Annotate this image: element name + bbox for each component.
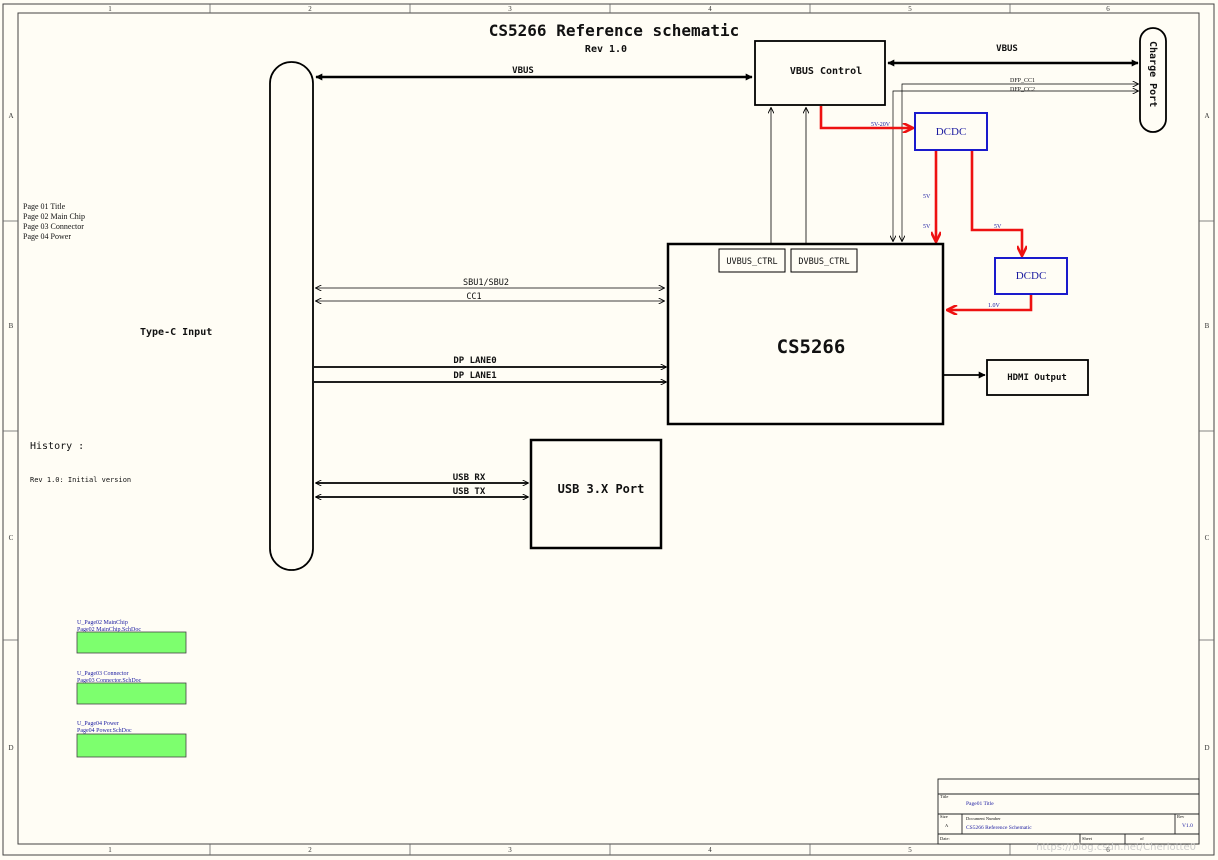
title-block-title-label: Title: [940, 794, 948, 799]
page-index-item: Page 04 Power: [23, 232, 71, 241]
title-block-of-label: of: [1140, 836, 1144, 841]
title-block-size-value: A: [945, 823, 949, 828]
page-index-item: Page 02 Main Chip: [23, 212, 85, 221]
watermark-text: https://blog.csdn.net/Cherlotte0: [1036, 842, 1196, 853]
col-label: 2: [308, 846, 312, 854]
revision-label: Rev 1.0: [585, 44, 627, 55]
row-label: D: [1204, 744, 1209, 752]
dcdc-top-label: DCDC: [936, 126, 967, 138]
row-label: A: [1204, 112, 1209, 120]
history-entry: Rev 1.0: Initial version: [30, 476, 131, 484]
row-label: C: [9, 534, 14, 542]
power-5v-dcdc-arrow: [970, 151, 1022, 255]
row-label: B: [9, 322, 14, 330]
history-heading: History :: [30, 441, 84, 452]
dvbus-ctrl-pin: [790, 248, 858, 273]
dfp-cc1-label: DFP_CC1: [1010, 78, 1035, 84]
power-5v-20v-label: 5V-20V: [871, 122, 891, 128]
vbus-control-block: [754, 40, 886, 106]
charge-port-label: Charge Port: [1147, 41, 1158, 107]
page-index-item: Page 01 Title: [23, 202, 66, 211]
col-label: 6: [1106, 5, 1110, 13]
col-label: 3: [508, 5, 512, 13]
dp-lane1-label: DP LANE1: [453, 371, 496, 381]
power-5v-label-b: 5V: [923, 224, 931, 230]
sheet-symbol-connector[interactable]: [76, 682, 187, 705]
inner-border: [17, 12, 1200, 845]
usb3-port-label: USB 3.X Port: [558, 482, 645, 496]
sheet-symbol-file: Page03 Connector.SchDoc: [77, 678, 142, 684]
col-label: 1: [108, 846, 112, 854]
type-c-label: Type-C Input: [140, 327, 212, 338]
dfp-cc1-line: [902, 84, 1138, 241]
dvbus-ctrl-label: DVBUS_CTRL: [798, 257, 849, 267]
usb-rx-label: USB RX: [453, 473, 486, 483]
title-block: [937, 778, 1200, 845]
cs5266-chip-block: [666, 242, 945, 426]
vbus-control-label: VBUS Control: [790, 66, 862, 77]
row-label: A: [8, 112, 13, 120]
power-5v-label-a: 5V: [923, 194, 931, 200]
title-block-title-value: Page01 Title: [966, 801, 994, 807]
col-label: 6: [1106, 846, 1110, 854]
title-block-size-label: Size: [940, 814, 948, 819]
sheet-symbol-designator: U_Page03 Connector: [77, 671, 129, 677]
sheet-symbol-designator: U_Page04 Power: [77, 721, 119, 727]
uvbus-ctrl-label: UVBUS_CTRL: [726, 257, 777, 267]
sheet-symbol-designator: U_Page02 MainChip: [77, 620, 128, 626]
col-label: 3: [508, 846, 512, 854]
sheet-symbol-file: Page02 MainChip.SchDoc: [77, 627, 141, 633]
border-ticks: [3, 4, 1214, 855]
vbus-right-label: VBUS: [996, 44, 1018, 54]
sheet-symbol-mainchip[interactable]: [76, 631, 187, 654]
power-1v0-arrow: [948, 295, 1033, 310]
dcdc-right-block: [994, 257, 1068, 295]
power-5v-20v-arrow: [819, 106, 912, 128]
usb3-port-block: [529, 438, 663, 550]
sbu-label: SBU1/SBU2: [463, 278, 509, 288]
schematic-title: CS5266 Reference schematic: [489, 21, 739, 40]
dp-lane0-label: DP LANE0: [453, 356, 496, 366]
col-label: 4: [708, 5, 712, 13]
hdmi-output-block: [986, 359, 1089, 396]
col-label: 5: [908, 846, 912, 854]
row-label: B: [1205, 322, 1210, 330]
sheet-symbol-power[interactable]: [76, 733, 187, 758]
row-label: C: [1205, 534, 1210, 542]
title-block-rev-label: Rev: [1177, 814, 1185, 819]
title-block-rev-value: V1.0: [1182, 823, 1193, 829]
dfp-cc2-line: [893, 91, 1138, 241]
page-index-item: Page 03 Connector: [23, 222, 84, 231]
col-label: 4: [708, 846, 712, 854]
hdmi-output-label: HDMI Output: [1007, 373, 1067, 383]
dcdc-right-label: DCDC: [1016, 270, 1047, 282]
col-label: 2: [308, 5, 312, 13]
power-5v-label-c: 5V: [994, 224, 1002, 230]
cs5266-chip-label: CS5266: [777, 336, 846, 358]
charge-port-connector: [1139, 27, 1167, 133]
title-block-date-label: Date:: [940, 836, 950, 841]
sheet-symbol-file: Page04 Power.SchDoc: [77, 728, 132, 734]
col-label: 1: [108, 5, 112, 13]
dcdc-top-block: [914, 112, 988, 151]
usb-tx-label: USB TX: [453, 487, 486, 497]
col-label: 5: [908, 5, 912, 13]
vbus-left-label: VBUS: [512, 66, 534, 76]
uvbus-ctrl-pin: [718, 248, 786, 273]
cc1-label: CC1: [466, 292, 481, 302]
outer-border: [2, 3, 1215, 856]
power-1v0-label: 1.0V: [988, 303, 1001, 309]
type-c-connector: [269, 61, 314, 571]
dfp-cc2-label: DFP_CC2: [1010, 87, 1035, 93]
title-block-docnum-label: Document Number: [966, 816, 1001, 821]
row-label: D: [8, 744, 13, 752]
title-block-sheet-label: Sheet: [1082, 836, 1093, 841]
title-block-docnum-value: CS5266 Reference Schematic: [966, 824, 1032, 831]
